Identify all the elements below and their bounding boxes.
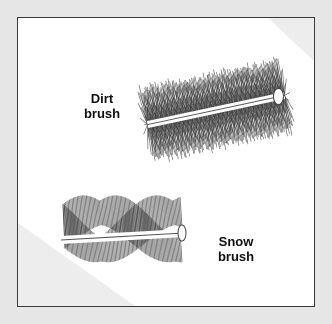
snow-brush-label-line2: brush xyxy=(206,249,266,264)
dirt-brush-label: Dirt brush xyxy=(74,91,130,121)
snow-brush-label-line1: Snow xyxy=(206,234,266,249)
figure-panel: Dirt brush Snow brush xyxy=(17,17,315,307)
snow-brush-illustration xyxy=(18,18,315,307)
dirt-brush-label-line2: brush xyxy=(74,106,130,121)
snow-brush-label: Snow brush xyxy=(206,234,266,264)
dirt-brush-label-line1: Dirt xyxy=(74,91,130,106)
